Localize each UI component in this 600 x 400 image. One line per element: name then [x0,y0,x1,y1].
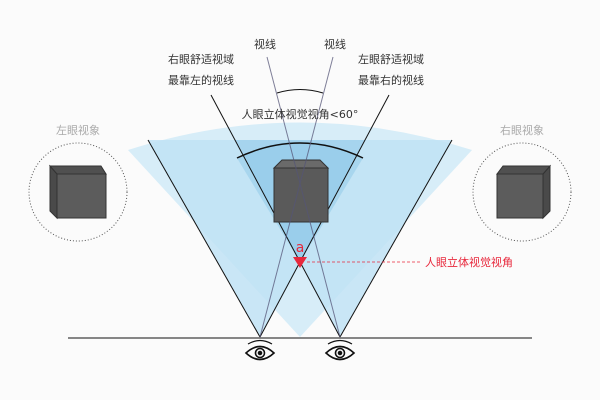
left-eye-comfort-label-1: 左眼舒适视域 [358,52,424,66]
stereo-angle-marker [293,257,307,268]
left-eye-comfort-label-2: 最靠右的视线 [358,73,424,87]
angle-symbol: a [296,240,305,256]
right-eye-image-circle [472,142,572,242]
left-eye-icon [244,339,276,361]
left-eye-image-label: 左眼视象 [56,123,100,137]
right-eye-comfort-label-1: 右眼舒适视域 [168,52,234,66]
sight-angle-arc [276,89,324,94]
stereo-angle-label: 人眼立体视觉视角 [425,255,513,269]
left-eye-cube [48,164,107,220]
left-eye-outer-edge [147,139,261,338]
right-eye-comfort-label-2: 最靠左的视线 [168,73,234,87]
left-eye-image-circle [28,142,128,242]
right-eye-image-label: 右眼视象 [500,123,544,137]
sight-line-left [266,56,341,338]
right-eye-outer-edge [339,139,453,338]
right-eye-cube [496,164,552,220]
sight-line-right [259,56,334,338]
right-eye-icon [324,339,356,361]
cube-object [272,159,330,223]
stereo-angle-limit-label: 人眼立体视觉视角<60° [242,107,359,121]
sight-line-left-label: 视线 [254,37,276,51]
sight-line-right-label: 视线 [324,37,346,51]
stereo-angle-arc [236,142,364,159]
